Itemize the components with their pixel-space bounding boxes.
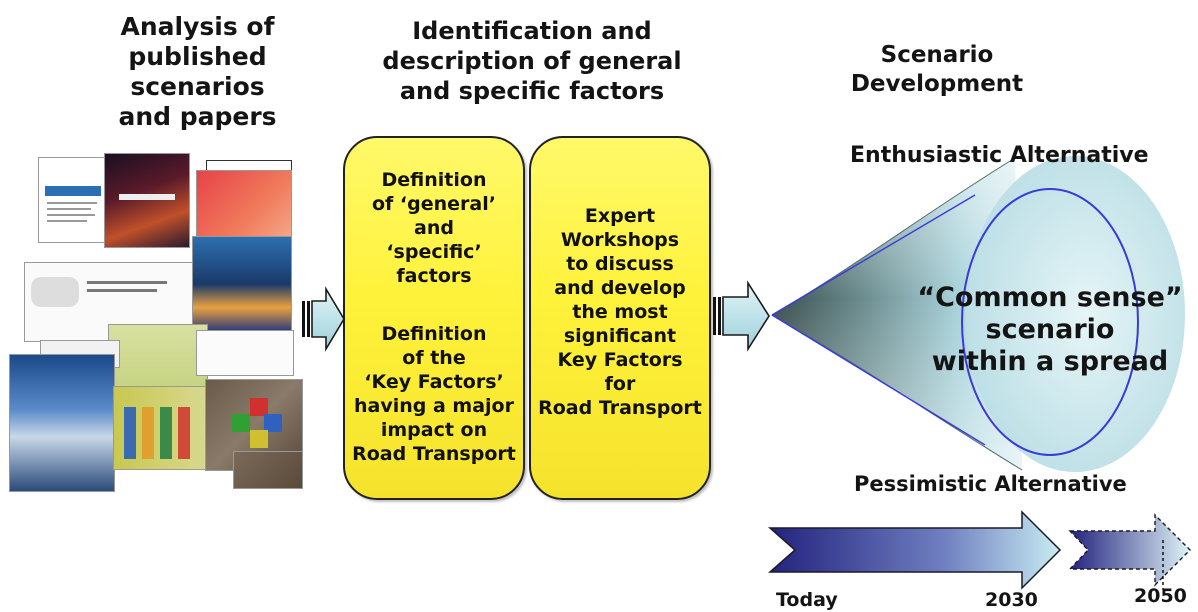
timeline-2050-label: 2050 [1134,585,1187,607]
scenario-development-header: Scenario Development [850,42,1024,97]
expert-workshops-text: Expert Workshops to discuss and develop … [538,205,702,419]
arrow-to-scenario-cone [713,280,770,352]
expert-workshops-box: Expert Workshops to discuss and develop … [529,136,711,500]
analysis-header: Analysis of published scenarios and pape… [118,12,277,131]
key-factors-text: Definition of the ‘Key Factors’ having a… [352,323,516,465]
scenario-spread-ellipse [961,188,1139,456]
identification-header: Identification and description of genera… [382,17,682,105]
timeline [768,510,1191,590]
pessimistic-alternative-label: Pessimistic Alternative [854,472,1127,496]
enthusiastic-alternative-label: Enthusiastic Alternative [850,143,1149,168]
general-specific-factors-text: Definition of ‘general’ and ‘specific’ f… [372,169,496,287]
timeline-arrow-2050 [1068,513,1191,587]
arrow-to-definition-box [302,286,345,352]
doc-plugged-in [104,153,190,248]
scenario-cone [771,156,1185,472]
doc-furforum [38,157,106,243]
doc-white-report [196,330,294,376]
doc-european-energy [196,170,292,240]
doc-energy-cover [113,386,209,470]
timeline-arrow-2030 [768,510,1062,590]
doc-puzzle-2 [233,451,303,489]
timeline-2030-label: 2030 [985,589,1038,611]
common-sense-scenario-label: “Common sense” scenario within a spread [917,282,1183,377]
doc-climate-change [9,354,115,492]
timeline-today-label: Today [776,589,838,611]
factor-definition-box: Definition of ‘general’ and ‘specific’ f… [343,136,525,500]
doc-city-lights [192,236,292,332]
